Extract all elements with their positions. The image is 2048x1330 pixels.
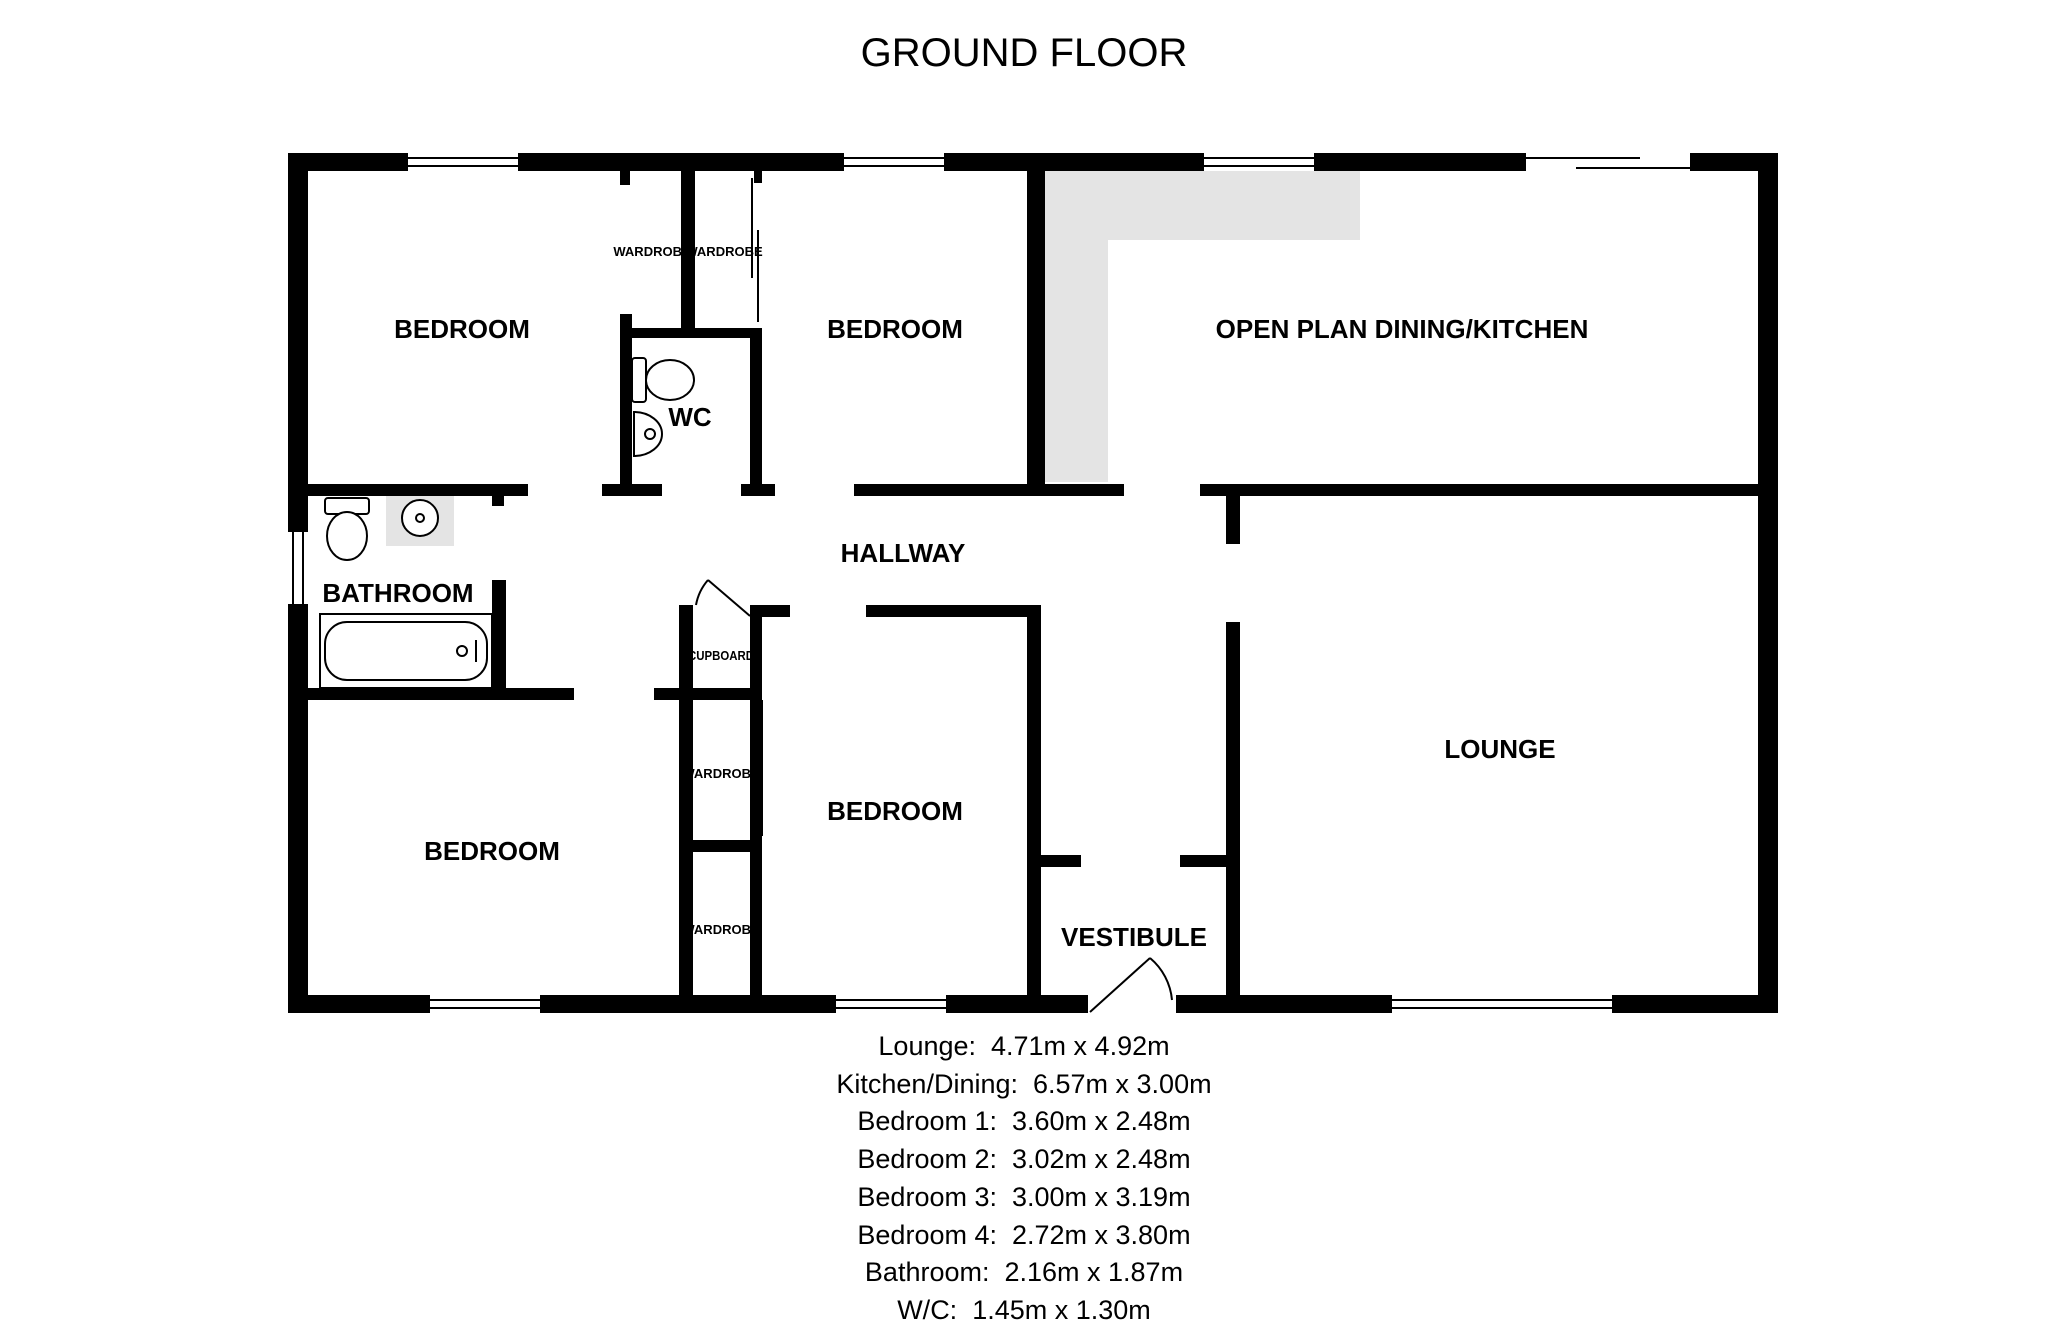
bath-tub-icon (319, 613, 493, 689)
label-wardrobe-1: WARDROBE (613, 244, 691, 259)
room-wc: WC (668, 402, 712, 432)
room-bedroom-bottom-middle: BEDROOM (827, 796, 963, 826)
wc-basin-icon (633, 410, 663, 458)
dimension-bedroom-3: Bedroom 3: 3.00m x 3.19m (857, 1181, 1191, 1212)
wall-wardrobe-divider (681, 171, 695, 331)
doors (695, 579, 1173, 1013)
dimension-bedroom-1: Bedroom 1: 3.60m x 2.48m (857, 1106, 1191, 1137)
windows (288, 153, 1690, 1013)
dimension-kitchen-dining: Kitchen/Dining: 6.57m x 3.00m (836, 1068, 1212, 1099)
sliding-door-top (1526, 153, 1690, 171)
wall-cupboard-right (750, 605, 762, 995)
wall-bath-stub (492, 496, 504, 506)
wall-cupboard-top (750, 605, 790, 617)
wall-vest-right-stub (1180, 855, 1226, 867)
window-bottom-2 (836, 995, 946, 1013)
bathroom-toilet-icon (324, 497, 370, 561)
room-vestibule: VESTIBULE (1061, 922, 1207, 952)
dimension-bedroom-4: Bedroom 4: 2.72m x 3.80m (857, 1219, 1191, 1250)
wall-wardrobe-mid (679, 840, 762, 852)
label-wardrobe-2: WARDROBE (685, 244, 763, 259)
label-wardrobe-4: WARDROBE (682, 922, 760, 937)
room-bedroom-top-left: BEDROOM (394, 314, 530, 344)
room-kitchen: OPEN PLAN DINING/KITCHEN (1216, 314, 1589, 344)
window-bottom-3 (1392, 995, 1612, 1013)
wall-lounge-left (1226, 622, 1240, 995)
wall-hall-top-5 (1200, 484, 1778, 496)
outer-wall-right (1758, 153, 1778, 1013)
wall-wc-right-top (754, 171, 762, 183)
room-bedroom-top-middle: BEDROOM (827, 314, 963, 344)
dimension-bedroom-2: Bedroom 2: 3.02m x 2.48m (857, 1144, 1191, 1175)
wall-wc-left (620, 314, 632, 486)
window-top-2 (844, 153, 944, 171)
front-door (1089, 957, 1173, 1013)
wall-bedroom-kitchen (1027, 171, 1045, 486)
wardrobe-lines (685, 178, 763, 985)
wc-toilet-icon (631, 357, 695, 403)
room-bathroom: BATHROOM (322, 578, 473, 608)
window-left (288, 532, 308, 604)
dimension-lounge: Lounge: 4.71m x 4.92m (878, 1031, 1170, 1061)
walls (288, 153, 1778, 1013)
wall-bath-bottom-2 (654, 688, 758, 700)
wall-top-bedroom-wc (620, 171, 630, 185)
wall-wc-top (620, 328, 760, 338)
bathroom-sink-icon (401, 499, 439, 537)
dimension-bathroom: Bathroom: 2.16m x 1.87m (864, 1257, 1184, 1288)
dimension-wc: W/C: 1.45m x 1.30m (897, 1294, 1151, 1325)
room-dimensions-list: Lounge: 4.71m x 4.92m Kitchen/Dining: 6.… (0, 1028, 2048, 1330)
cupboard-door (695, 579, 751, 617)
label-cupboard: CUPBOARD (688, 648, 754, 663)
wall-wc-right (750, 328, 762, 486)
wall-bath-bottom-1 (308, 688, 574, 700)
wall-bed3-top (866, 605, 1040, 617)
window-bottom-1 (430, 995, 540, 1013)
kitchen-counter (1045, 170, 1360, 482)
wall-hall-top-1 (308, 484, 528, 496)
front-door-gap (1088, 995, 1176, 1013)
window-top-3 (1204, 153, 1314, 171)
wall-bath-right (492, 580, 506, 698)
wall-hall-top-3 (741, 484, 775, 496)
outer-wall-top (288, 153, 1778, 171)
label-wardrobe-3: WARDROBE (682, 766, 760, 781)
wall-lounge-stub (1226, 484, 1240, 544)
floor-title: GROUND FLOOR (861, 31, 1188, 75)
window-top-1 (408, 153, 518, 171)
wall-cupboard-left (679, 605, 693, 995)
wall-vest-left-stub (1041, 855, 1081, 867)
room-hallway: HALLWAY (841, 538, 966, 568)
wall-hall-top-2 (602, 484, 662, 496)
wall-hall-top-4 (854, 484, 1124, 496)
room-bedroom-bottom-left: BEDROOM (424, 836, 560, 866)
wall-bed3-right (1027, 605, 1041, 995)
room-lounge: LOUNGE (1444, 734, 1555, 764)
